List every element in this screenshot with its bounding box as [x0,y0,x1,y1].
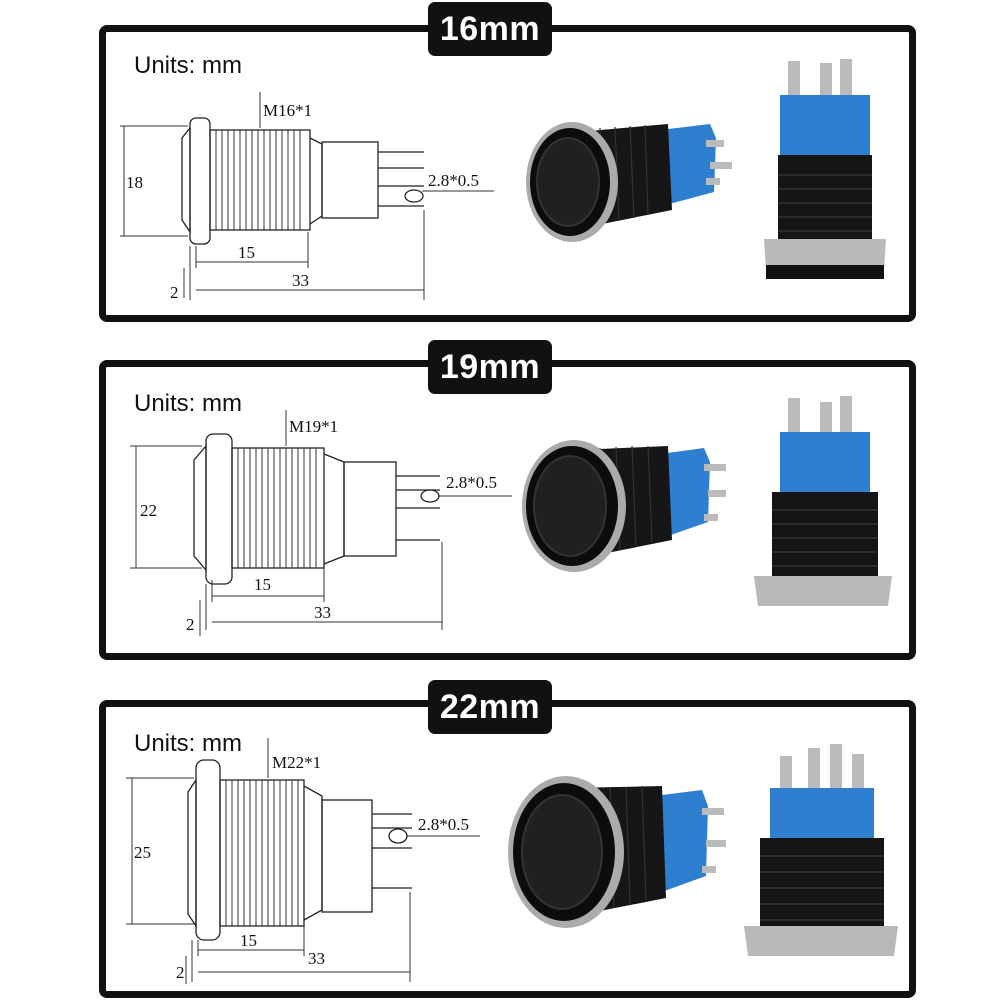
units-label: Units: mm [134,390,242,417]
thread-label: M22*1 [272,753,321,772]
switch-photo-upright-22mm [744,744,898,956]
panel-title-19mm: 19mm [428,340,552,394]
units-label: Units: mm [134,730,242,757]
flange-label: 2 [186,615,195,634]
height-label: 18 [126,173,143,192]
units-label: Units: mm [134,52,242,79]
thread-label: M16*1 [263,101,312,120]
total-length-label: 33 [308,949,325,968]
switch-photo-angled-19mm [522,440,726,572]
total-length-label: 33 [292,271,309,290]
switch-photo-angled-16mm [526,122,732,242]
threaded-length-label: 15 [240,931,257,950]
terminal-label: 2.8*0.5 [418,815,469,834]
switch-photo-upright-16mm [764,59,886,279]
thread-lines [215,130,301,230]
panel-title-16mm: 16mm [428,2,552,56]
switch-photo-upright-19mm [754,396,892,606]
terminal-label: 2.8*0.5 [446,473,497,492]
height-label: 22 [140,501,157,520]
threaded-length-label: 15 [254,575,271,594]
total-length-label: 33 [314,603,331,622]
flange-label: 2 [170,283,179,302]
height-label: 25 [134,843,151,862]
switch-photo-angled-22mm [508,776,726,928]
flange-label: 2 [176,963,185,982]
terminal-label: 2.8*0.5 [428,171,479,190]
panel-title-22mm: 22mm [428,680,552,734]
thread-label: M19*1 [289,417,338,436]
threaded-length-label: 15 [238,243,255,262]
